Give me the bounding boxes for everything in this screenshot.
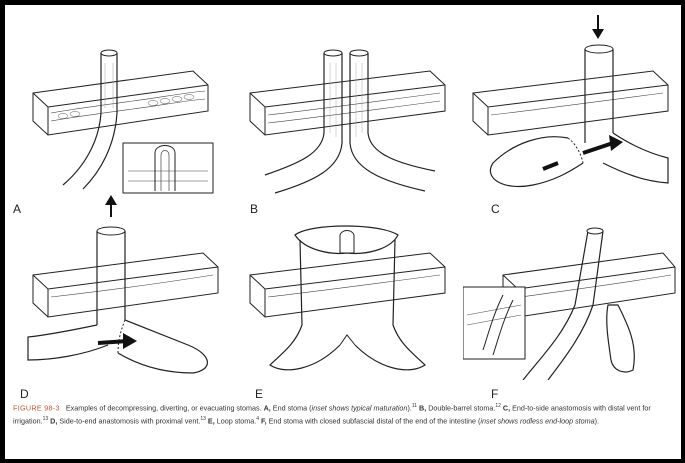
loop-stoma-drawing: [240, 195, 455, 380]
panel-b-illustration: [240, 13, 455, 198]
panel-d-illustration: [13, 195, 228, 380]
panel-label-e: E: [255, 387, 263, 401]
figure-number: FIGURE 98-3: [13, 403, 60, 412]
side-to-end-anastomosis-drawing: [13, 195, 228, 380]
figure-frame: A B: [5, 5, 681, 459]
end-stoma-closed-distal-drawing: [463, 195, 678, 380]
panel-c-illustration: [463, 13, 678, 198]
end-to-side-anastomosis-drawing: [463, 13, 678, 198]
panel-e-illustration: [240, 195, 455, 380]
panel-f-illustration: [463, 195, 678, 380]
double-barrel-stoma-drawing: [240, 13, 455, 198]
panel-a-illustration: [13, 13, 228, 198]
panel-label-d: D: [20, 387, 29, 401]
figure-caption: FIGURE 98-3 Examples of decompressing, d…: [13, 401, 677, 427]
panel-label-f: F: [491, 387, 498, 401]
end-stoma-drawing: [13, 13, 228, 198]
